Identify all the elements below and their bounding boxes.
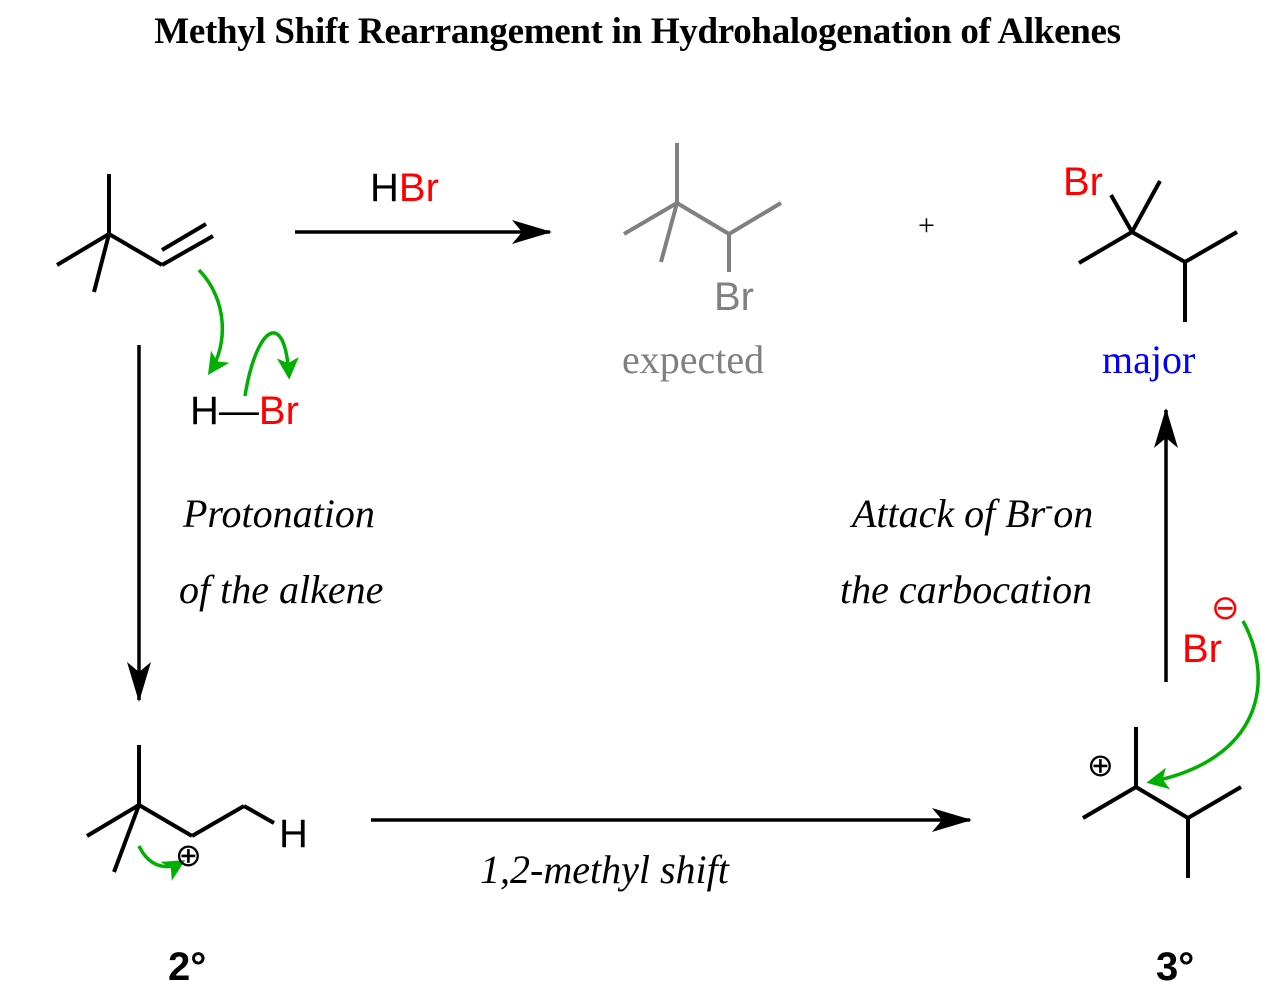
starting-alkene [55, 174, 214, 293]
curved-arrow-methyl-shift [137, 845, 186, 881]
secondary-h: H [279, 812, 308, 856]
attack-line1-pre: Attack of Br [852, 491, 1046, 536]
hbr-br: Br [258, 389, 299, 433]
secondary-carbocation-skeleton [85, 745, 275, 873]
attack-line2: the carbocation [840, 567, 1093, 612]
methyl-shift-label: 1,2-methyl shift [480, 847, 729, 892]
tertiary-label: 3° [1156, 945, 1195, 989]
reagent-label: HBr [370, 166, 439, 211]
expected-br: Br [714, 275, 754, 319]
hbr-h: H [190, 389, 219, 433]
page-title: Methyl Shift Rearrangement in Hydrohalog… [154, 11, 1121, 52]
attack-superscript: - [1045, 493, 1054, 519]
hbr-bond: — [218, 389, 259, 433]
hbr-molecule: H—Br [190, 389, 299, 434]
major-label: major [1102, 337, 1196, 382]
expected-label: expected [622, 337, 765, 382]
protonation-line1: Protonation [183, 491, 375, 536]
bromide-charge-icon: ⊖ [1211, 589, 1240, 627]
secondary-label: 2° [168, 945, 207, 989]
tertiary-carbocation-skeleton [1081, 727, 1243, 878]
reagent-br: Br [398, 166, 439, 210]
reagent-h: H [370, 166, 399, 210]
curved-arrow-bromide-attack [1146, 620, 1260, 790]
major-product-skeleton [1077, 180, 1238, 322]
bromide-br: Br [1182, 627, 1222, 671]
secondary-charge-icon: ⊕ [175, 837, 202, 873]
protonation-line2: of the alkene [179, 567, 384, 612]
plus-sign: + [918, 209, 935, 242]
attack-line1-post: on [1053, 491, 1094, 536]
curved-arrow-bond-to-br [243, 331, 299, 397]
tertiary-charge-icon: ⊕ [1087, 747, 1114, 783]
curved-arrow-pi-to-h [197, 268, 230, 376]
expected-product-skeleton [622, 143, 783, 272]
attack-line1: Attack of Br-on [852, 490, 1093, 537]
major-br: Br [1063, 160, 1103, 204]
